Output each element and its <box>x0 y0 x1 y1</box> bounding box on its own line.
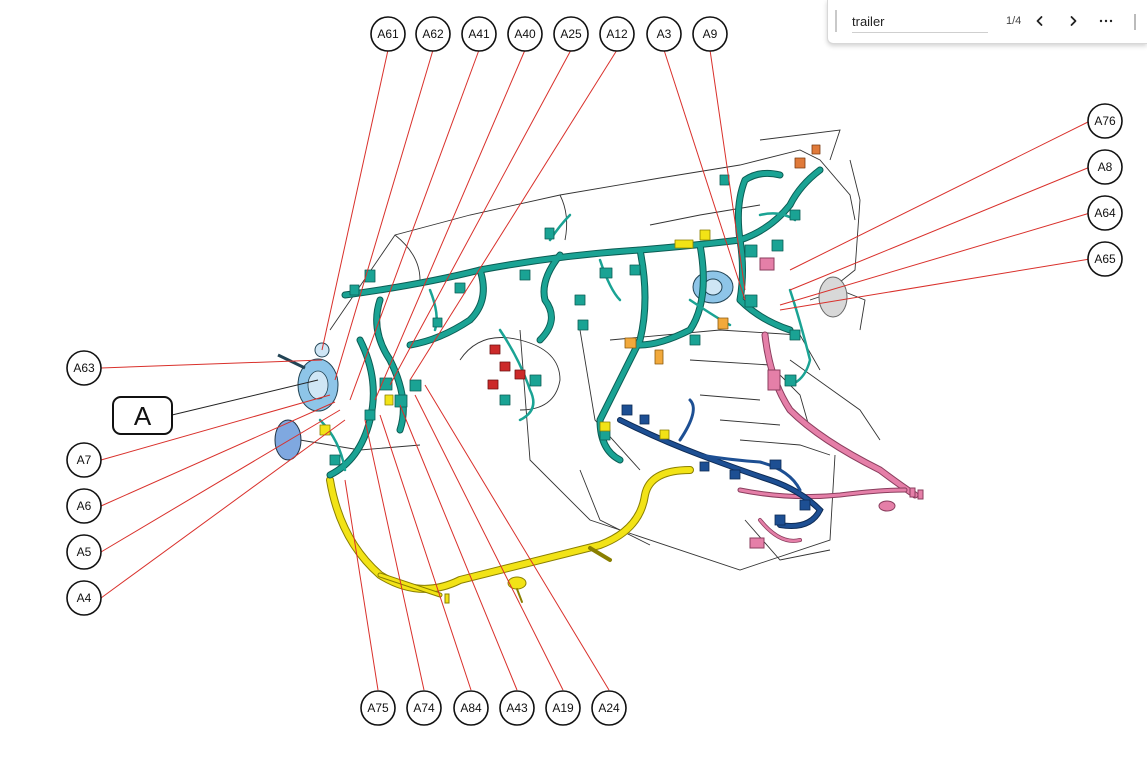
callout-a9: A9 <box>692 16 728 52</box>
callout-label: A63 <box>73 361 95 375</box>
callout-label: A43 <box>506 701 528 715</box>
chevron-left-icon <box>1036 16 1043 26</box>
callout-circle <box>1087 241 1123 277</box>
callout-a6: A6 <box>66 488 102 524</box>
next-match-button[interactable] <box>1062 9 1084 33</box>
callout-a19: A19 <box>545 690 581 726</box>
callout-a63: A63 <box>66 350 102 386</box>
floor-harness <box>326 466 694 604</box>
callout-circle <box>370 16 406 52</box>
callout-label: A4 <box>77 591 92 605</box>
callout-label: A61 <box>377 27 399 41</box>
callout-label: A74 <box>413 701 435 715</box>
find-bar: 1/4 <box>827 0 1147 44</box>
callout-a75: A75 <box>360 690 396 726</box>
chevron-right-icon <box>1070 16 1077 26</box>
callout-a84: A84 <box>453 690 489 726</box>
callout-a8: A8 <box>1087 149 1123 185</box>
callout-a5: A5 <box>66 534 102 570</box>
callout-circle <box>406 690 442 726</box>
search-input[interactable] <box>852 10 988 33</box>
more-options-button[interactable] <box>1095 9 1117 33</box>
callout-a43: A43 <box>499 690 535 726</box>
callout-circle <box>599 16 635 52</box>
callout-circle <box>692 16 728 52</box>
match-count: 1/4 <box>1006 15 1022 27</box>
callout-circle <box>553 16 589 52</box>
callout-a74: A74 <box>406 690 442 726</box>
leader-lines <box>100 49 1091 691</box>
callout-label: A9 <box>703 27 718 41</box>
dashboard-outline <box>299 129 881 571</box>
callout-a64: A64 <box>1087 195 1123 231</box>
callout-circle <box>66 580 102 616</box>
callout-a62: A62 <box>415 16 451 52</box>
callout-label: A84 <box>460 701 482 715</box>
callout-a12: A12 <box>599 16 635 52</box>
callouts-top: A61 A62 A41 A40 A25 A12 A3 A9 <box>370 16 728 52</box>
callout-label: A6 <box>77 499 92 513</box>
callout-a65: A65 <box>1087 241 1123 277</box>
callout-label: A62 <box>422 27 444 41</box>
callout-circle <box>1087 149 1123 185</box>
callout-circle <box>453 690 489 726</box>
steering-column <box>274 270 848 461</box>
callout-circle <box>66 488 102 524</box>
view-label: A <box>112 396 173 435</box>
callout-label: A75 <box>367 701 389 715</box>
callout-label: A41 <box>468 27 490 41</box>
callout-circle <box>461 16 497 52</box>
callout-a3: A3 <box>646 16 682 52</box>
callout-label: A24 <box>598 701 620 715</box>
callout-label: A12 <box>606 27 628 41</box>
callout-label: A8 <box>1098 160 1113 174</box>
callout-label: A3 <box>657 27 672 41</box>
callout-a7: A7 <box>66 442 102 478</box>
rear-harness <box>737 257 924 549</box>
callout-circle <box>66 442 102 478</box>
callout-circle <box>360 690 396 726</box>
find-bar-divider <box>1134 14 1136 30</box>
callout-label: A76 <box>1094 114 1116 128</box>
callout-label: A5 <box>77 545 92 559</box>
find-bar-handle <box>835 10 837 32</box>
callout-label: A19 <box>552 701 574 715</box>
previous-match-button[interactable] <box>1029 9 1051 33</box>
more-horizontal-icon <box>1099 19 1113 23</box>
callout-circle <box>507 16 543 52</box>
callout-circle <box>1087 103 1123 139</box>
callout-label: A65 <box>1094 252 1116 266</box>
callout-label: A64 <box>1094 206 1116 220</box>
console-harness <box>617 398 824 529</box>
callout-label: A7 <box>77 453 92 467</box>
callout-label: A25 <box>560 27 582 41</box>
callout-circle <box>66 350 102 386</box>
callout-label: A40 <box>514 27 536 41</box>
callout-circle <box>1087 195 1123 231</box>
callout-a24: A24 <box>591 690 627 726</box>
callout-a40: A40 <box>507 16 543 52</box>
callout-a4: A4 <box>66 580 102 616</box>
callout-circle <box>591 690 627 726</box>
view-a-leader <box>171 379 319 416</box>
callout-a25: A25 <box>553 16 589 52</box>
callout-circle <box>499 690 535 726</box>
callout-a41: A41 <box>461 16 497 52</box>
callout-circle <box>415 16 451 52</box>
callout-a76: A76 <box>1087 103 1123 139</box>
callout-a61: A61 <box>370 16 406 52</box>
callout-circle <box>66 534 102 570</box>
view-label-text: A <box>134 401 152 431</box>
callout-circle <box>646 16 682 52</box>
callout-circle <box>545 690 581 726</box>
main-harness <box>318 144 824 479</box>
callouts-bottom: A75 A74 A84 A43 A19 A24 <box>360 690 627 726</box>
